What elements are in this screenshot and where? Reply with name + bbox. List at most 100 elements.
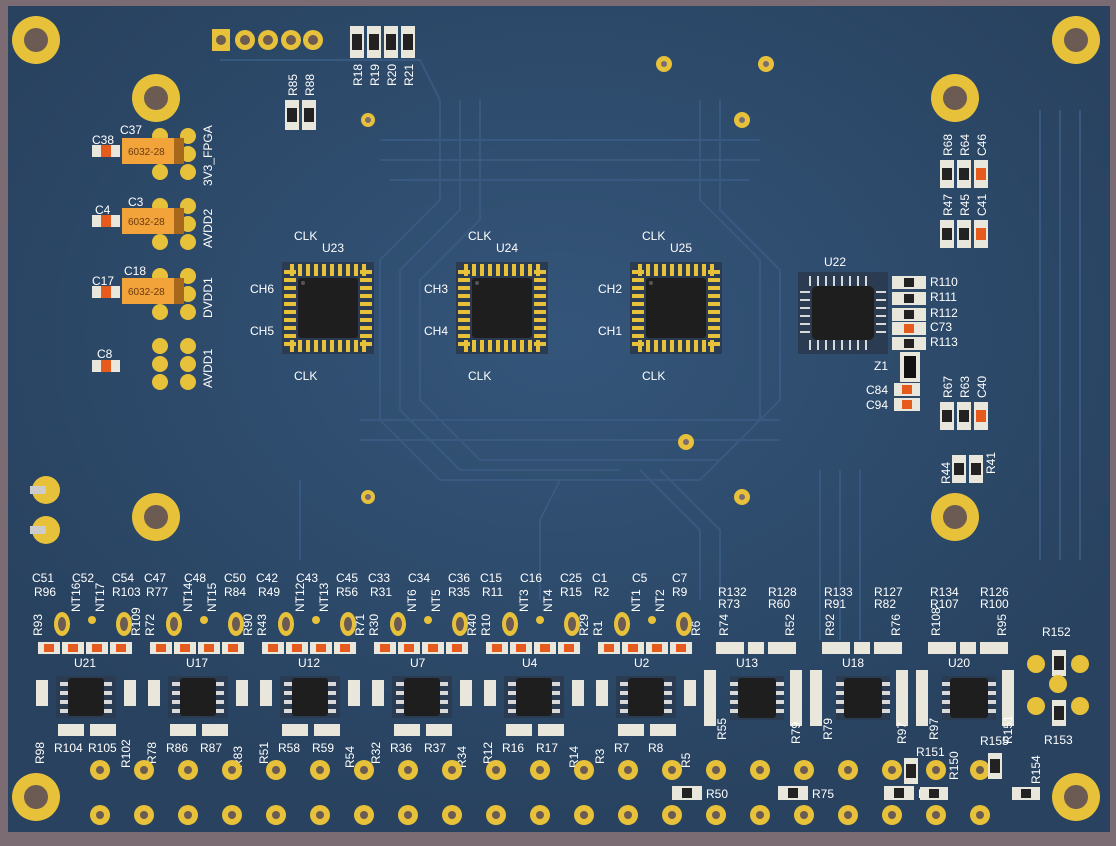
driver-pin	[988, 700, 996, 704]
opamp-pin	[284, 682, 292, 686]
channel-label: CH5	[250, 324, 274, 338]
chip-pin	[670, 264, 674, 276]
adc-chips: U23CLKCLKCH6CH5U24CLKCLKCH3CH4U25CLKCLKC…	[250, 229, 722, 383]
smd-res	[748, 642, 764, 654]
res-label: R82	[874, 597, 896, 611]
chip-pin	[504, 340, 508, 352]
chip-pin	[528, 264, 532, 276]
res-label: R133	[824, 585, 853, 599]
connector-hole	[668, 811, 676, 819]
opamp-pin	[216, 682, 224, 686]
opamp-pin	[284, 700, 292, 704]
mounting-hole	[12, 16, 60, 64]
driver-ref-label: U13	[736, 656, 758, 670]
chip-pin	[360, 310, 372, 314]
opamp-body	[628, 678, 664, 716]
label-c46: C46	[975, 134, 989, 156]
chip-pin	[632, 294, 644, 298]
connector-hole	[888, 811, 896, 819]
chip-pin	[708, 326, 720, 330]
smd-res	[716, 642, 744, 654]
connector-hole	[536, 766, 544, 774]
driver-ref-label: U20	[948, 656, 970, 670]
opamp-pin	[664, 709, 672, 713]
smd-res	[90, 724, 116, 736]
chip-pin	[330, 264, 334, 276]
label-r68: R68	[941, 134, 955, 156]
chip-pin	[360, 334, 372, 338]
smd-res	[618, 724, 644, 736]
driver-pin	[988, 682, 996, 686]
connector-hole	[932, 766, 940, 774]
opamp-pin	[396, 700, 404, 704]
trace-layer	[220, 59, 1081, 640]
smd-res	[394, 724, 420, 736]
nt-label: NT15	[205, 582, 219, 612]
trimmer-hole	[344, 617, 352, 631]
label-r153: R153	[1044, 733, 1073, 747]
chip-pin	[708, 334, 720, 338]
chip-pin	[528, 340, 532, 352]
chip-pin	[306, 264, 310, 276]
connector-hole	[96, 811, 104, 819]
chip-pin	[362, 264, 366, 276]
chip-pin	[662, 264, 666, 276]
chip-pin	[710, 264, 714, 276]
driver-ref-label: U18	[842, 656, 864, 670]
smd-cap-body	[292, 644, 302, 652]
label-u22: U22	[824, 255, 846, 269]
smd-cap-body	[452, 644, 462, 652]
smd-res	[928, 642, 956, 654]
chip-pin	[654, 340, 658, 352]
smd-cap-body	[652, 644, 662, 652]
chip-ref-label: U23	[322, 241, 344, 255]
chip-pin	[632, 310, 644, 314]
label-r155: R155	[980, 734, 1009, 748]
mounting-hole	[132, 74, 180, 122]
driver-pin	[882, 700, 890, 704]
res-label: R71	[353, 614, 367, 636]
res-label: R95	[995, 614, 1009, 636]
connector-hole	[668, 766, 676, 774]
res-label: R127	[874, 585, 903, 599]
res-label: R11	[482, 585, 503, 599]
driver-pin	[942, 700, 950, 704]
driver-pin	[836, 700, 844, 704]
label-r67: R67	[941, 376, 955, 398]
chip-pin	[496, 340, 500, 352]
chip-pin	[708, 310, 720, 314]
label-r111: R111	[930, 290, 957, 304]
mounting-hole	[931, 74, 979, 122]
smd-res	[684, 680, 696, 706]
smd-res	[348, 680, 360, 706]
res-label: R51	[257, 742, 271, 764]
opamp-body	[180, 678, 216, 716]
chip-pin	[458, 302, 470, 306]
chip-pin	[284, 310, 296, 314]
top-resistor-row	[350, 26, 415, 58]
smd-res	[124, 680, 136, 706]
connector-hole	[272, 811, 280, 819]
connector-hole	[404, 811, 412, 819]
smd-cap-body	[404, 644, 414, 652]
chip-pin	[632, 342, 644, 346]
chip-pin	[708, 342, 720, 346]
opamp-body	[516, 678, 552, 716]
driver-pin	[776, 691, 784, 695]
opamp-pin	[620, 700, 628, 704]
opamp-pin	[328, 682, 336, 686]
chip-pin	[670, 340, 674, 352]
res-label: R104	[54, 741, 83, 755]
label-r151: R151	[916, 745, 945, 759]
opamp-pin	[664, 691, 672, 695]
via	[88, 616, 96, 624]
chip-pin	[360, 318, 372, 322]
driver-pin	[730, 709, 738, 713]
chip-pin	[360, 278, 372, 282]
opamp-pin	[620, 691, 628, 695]
channel-label: CH2	[598, 282, 622, 296]
connector-hole	[888, 766, 896, 774]
